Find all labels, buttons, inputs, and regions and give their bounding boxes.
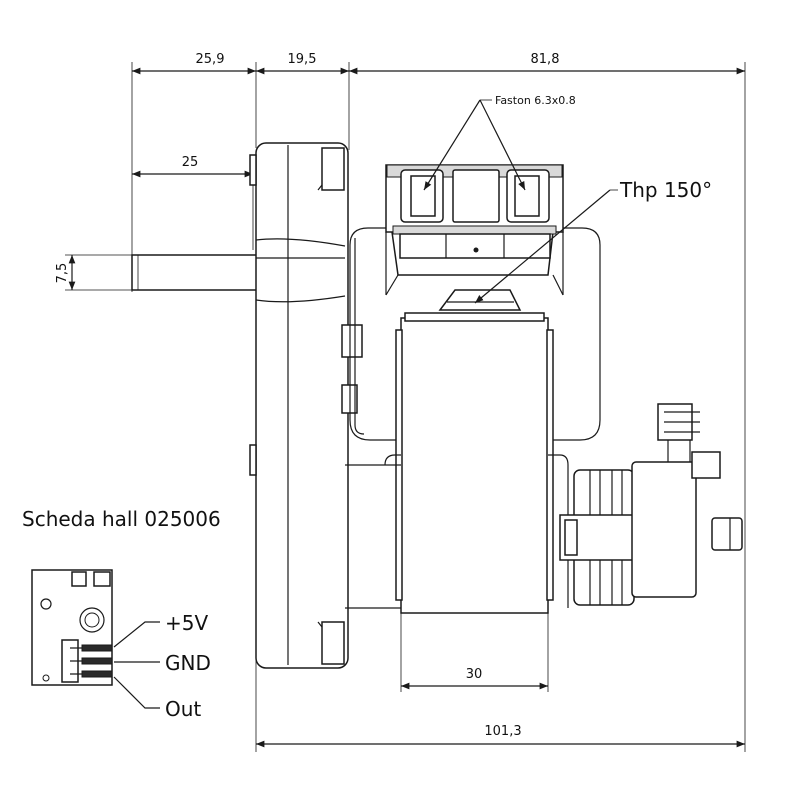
dim-30: 30 — [466, 667, 483, 682]
hall-board-title: Scheda hall 025006 — [22, 507, 221, 531]
thermal-protector-leader — [474, 189, 618, 304]
dim-19-5: 19,5 — [288, 52, 317, 67]
thermal-protector — [438, 289, 522, 311]
dim-7-5: 7,5 — [55, 263, 70, 284]
hall-sensor-assembly — [559, 403, 743, 606]
hall-board-pin-leaders — [113, 621, 160, 709]
pin-label-gnd: GND — [165, 651, 211, 675]
dim-25: 25 — [182, 155, 199, 170]
dim-101-3: 101,3 — [484, 724, 521, 739]
faston-leader — [423, 99, 526, 191]
pin-label-out: Out — [165, 697, 201, 721]
motor-bracket — [349, 227, 601, 441]
thermal-protector-label: Thp 150° — [619, 178, 712, 202]
dim-25-9: 25,9 — [196, 52, 225, 67]
output-shaft — [131, 254, 258, 291]
pin-label-5v: +5V — [165, 611, 208, 635]
faston-label: Faston 6.3x0.8 — [495, 94, 576, 107]
dim-81-8: 81,8 — [531, 52, 560, 67]
gearbox-housing — [249, 142, 363, 669]
dimension-lines — [68, 67, 745, 748]
hall-board-drawing — [31, 569, 113, 686]
faston-connector-block — [385, 164, 564, 296]
motor-body — [345, 312, 569, 614]
